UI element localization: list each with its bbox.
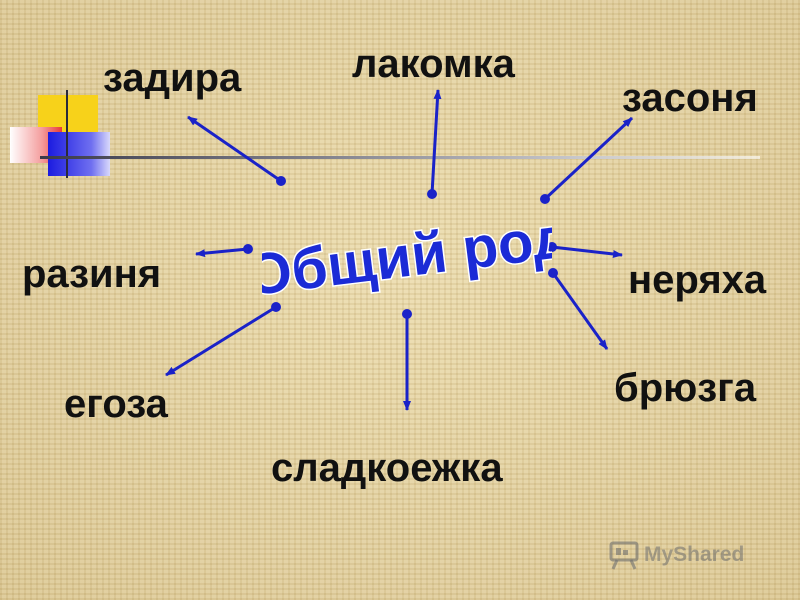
decor-vertical-line xyxy=(66,90,68,178)
arrow-to-sladkoezhka xyxy=(402,309,412,411)
arrow-to-egoza xyxy=(165,302,281,377)
arrow-to-zadira xyxy=(187,115,286,186)
arrow-to-razinya xyxy=(195,244,253,258)
arrow-to-bryuzga xyxy=(548,268,609,350)
word-razinya: разиня xyxy=(22,252,162,296)
center-title-text: Общий род xyxy=(262,204,552,308)
word-sladkoezhka: сладкоежка xyxy=(271,446,503,490)
word-neryakha: неряха xyxy=(628,258,767,302)
decor-blue-square xyxy=(48,132,110,176)
presentation-board-icon xyxy=(609,541,639,570)
arrow-to-neryakha xyxy=(547,242,623,258)
watermark-text: MyShared xyxy=(644,543,745,566)
word-zadira: задира xyxy=(103,56,242,100)
word-lakomka: лакомка xyxy=(352,42,515,86)
watermark: MyShared xyxy=(608,538,768,572)
word-bryuzga: брюзга xyxy=(614,366,757,410)
center-title: Общий род xyxy=(262,203,552,310)
word-egoza: егоза xyxy=(64,382,168,426)
arrow-to-lakomka xyxy=(427,89,442,199)
word-zasonya: засоня xyxy=(622,76,758,120)
decor-horizontal-line xyxy=(40,156,760,159)
arrow-to-zasonya xyxy=(540,116,634,204)
